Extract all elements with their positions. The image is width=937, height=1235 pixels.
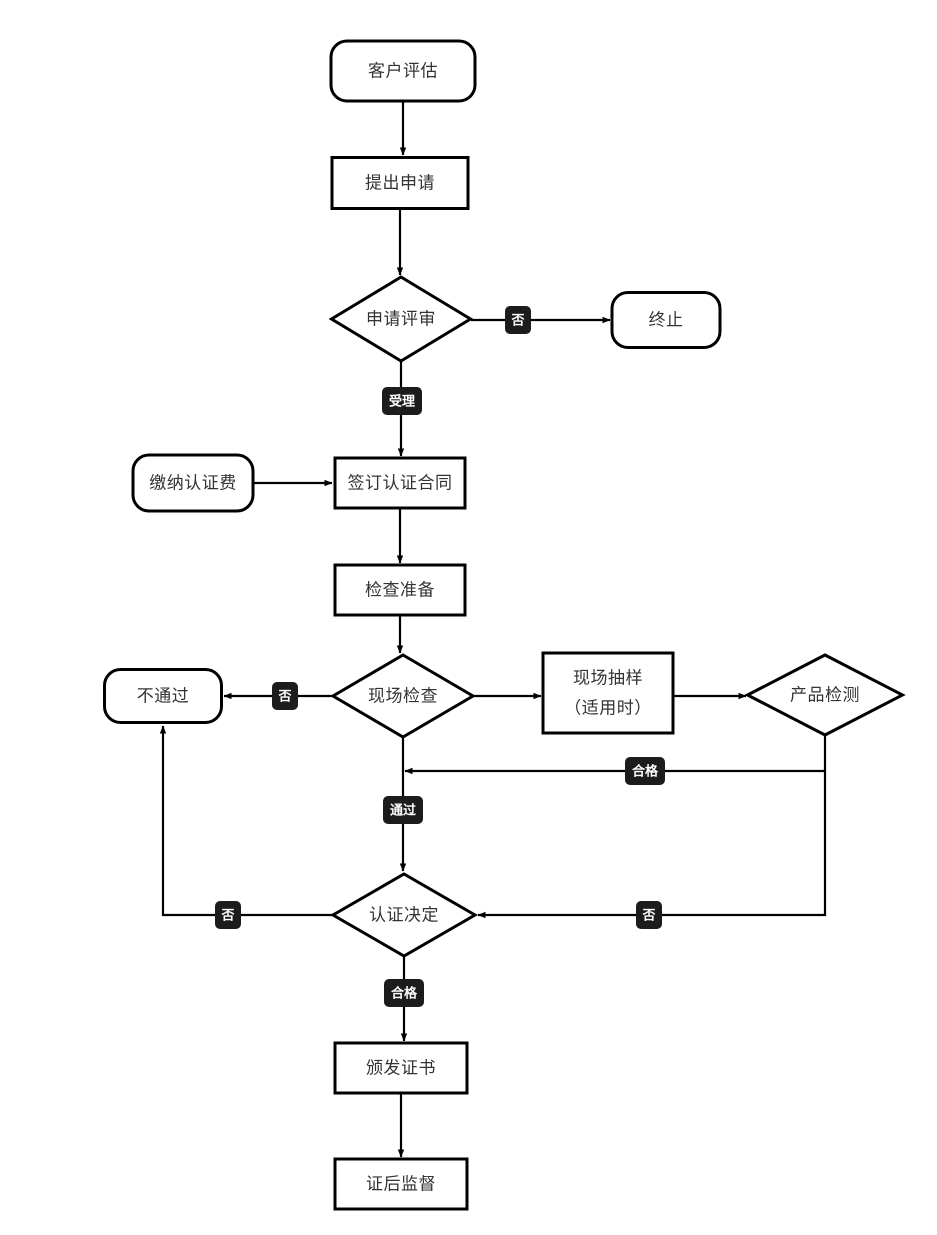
node-label: 申请评审: [366, 309, 436, 328]
node-shape-rounded: [103, 668, 223, 724]
node-label: 认证决定: [369, 905, 439, 924]
edge-label-e13: 否: [215, 901, 241, 929]
edge-label-background: [505, 306, 531, 334]
node-n5[interactable]: 缴纳认证费: [131, 453, 255, 513]
badges-layer: 否受理否合格通过否否合格: [215, 306, 665, 1007]
edge-label-background: [384, 979, 424, 1007]
node-shape-diamond: [330, 872, 478, 958]
node-n12[interactable]: 认证决定: [330, 872, 478, 958]
node-n8[interactable]: 现场检查: [330, 653, 476, 739]
node-label: 客户评估: [368, 61, 438, 80]
edges-layer: [159, 101, 827, 1158]
node-label: 签订认证合同: [348, 473, 453, 492]
edge-label-background: [625, 757, 665, 785]
node-label: 提出申请: [365, 173, 435, 192]
node-n11[interactable]: 产品检测: [744, 653, 906, 737]
node-label: 现场抽样: [573, 668, 643, 687]
node-n4[interactable]: 终止: [610, 291, 722, 349]
edge-label-text: 合格: [632, 763, 659, 778]
node-label: 终止: [649, 310, 684, 329]
edge-label-background: [636, 901, 662, 929]
node-shape-diamond: [328, 275, 474, 363]
node-shape-rect: [333, 563, 467, 617]
node-label: 产品检测: [790, 685, 860, 704]
node-shape-diamond: [330, 653, 476, 739]
edge-n12-to-n9: [159, 725, 333, 917]
edge-label-background: [272, 682, 298, 710]
edge-label-text: 否: [277, 688, 291, 703]
edge-label-background: [215, 901, 241, 929]
edge-n11-to-n12: [477, 771, 827, 919]
node-n10[interactable]: 现场抽样 （适用时）: [541, 651, 675, 735]
node-label-line2: （适用时）: [564, 698, 652, 717]
node-shape-rounded: [329, 39, 477, 103]
node-label: 检查准备: [365, 580, 435, 599]
edge-label-e12: 通过: [383, 796, 423, 824]
node-label: 证后监督: [366, 1174, 436, 1193]
edge-label-e3: 否: [505, 306, 531, 334]
node-label: 不通过: [137, 686, 190, 705]
node-n6[interactable]: 签订认证合同: [333, 456, 467, 510]
node-shape-rounded: [131, 453, 255, 513]
node-n7[interactable]: 检查准备: [333, 563, 467, 617]
node-label: 颁发证书: [366, 1058, 436, 1077]
edge-label-background: [383, 796, 423, 824]
node-n2[interactable]: 提出申请: [330, 156, 470, 210]
node-shape-rect: [333, 1157, 469, 1211]
edge-label-text: 受理: [389, 393, 415, 408]
edge-label-e14: 否: [636, 901, 662, 929]
node-shape-rect: [333, 1041, 469, 1095]
edge-n11-to-n8: [404, 735, 827, 775]
node-shape-rect: [333, 456, 467, 510]
node-n14[interactable]: 证后监督: [333, 1157, 469, 1211]
node-n9[interactable]: 不通过: [103, 668, 223, 724]
edge-label-text: 否: [510, 312, 524, 327]
edge-label-text: 合格: [391, 985, 418, 1000]
edge-label-e11: 合格: [625, 757, 665, 785]
node-shape-rounded: [610, 291, 722, 349]
edge-label-e4: 受理: [382, 387, 422, 415]
node-shape-rect: [330, 156, 470, 210]
node-n13[interactable]: 颁发证书: [333, 1041, 469, 1095]
edge-label-background: [382, 387, 422, 415]
node-n1[interactable]: 客户评估: [329, 39, 477, 103]
edge-label-text: 否: [220, 907, 234, 922]
node-label: 缴纳认证费: [149, 473, 237, 492]
edge-label-e8: 否: [272, 682, 298, 710]
edge-label-e15: 合格: [384, 979, 424, 1007]
edge-label-text: 通过: [390, 802, 416, 817]
node-label: 现场检查: [368, 686, 438, 705]
node-n3[interactable]: 申请评审: [328, 275, 474, 363]
node-shape-diamond: [744, 653, 906, 737]
node-shape-rect: [541, 651, 675, 735]
edge-label-text: 否: [641, 907, 655, 922]
